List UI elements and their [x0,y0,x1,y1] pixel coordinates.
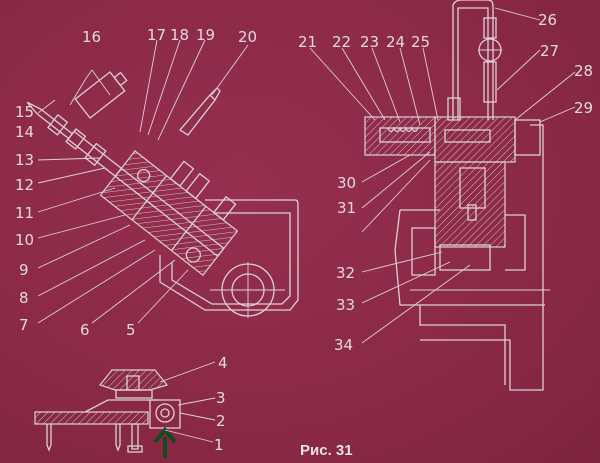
left-rotated-assembly [26,101,239,277]
label-22: 22 [332,33,351,51]
label-29: 29 [574,99,593,117]
label-21: 21 [298,33,317,51]
label-10: 10 [15,231,34,249]
rod-part-20 [179,87,221,136]
solenoid-part-16 [74,71,128,119]
label-9: 9 [19,261,29,279]
label-25: 25 [411,33,430,51]
label-8: 8 [19,289,29,307]
label-18: 18 [170,26,189,44]
label-2: 2 [216,412,226,430]
label-3: 3 [216,389,226,407]
right-section-view [364,0,550,391]
label-33: 33 [336,296,355,314]
label-20: 20 [238,28,257,46]
label-5: 5 [126,321,136,339]
part-labels: 1 2 3 4 5 6 7 8 9 10 11 12 13 14 15 16 1… [15,11,593,459]
label-12: 12 [15,176,34,194]
label-24: 24 [386,33,405,51]
label-15: 15 [15,103,34,121]
leader-lines [37,7,576,443]
label-30: 30 [337,174,356,192]
label-14: 14 [15,123,34,141]
up-arrow-icon [153,426,177,458]
label-28: 28 [574,62,593,80]
label-19: 19 [196,26,215,44]
label-7: 7 [19,316,29,334]
label-31: 31 [337,199,356,217]
bottom-detail [34,369,181,453]
label-23: 23 [360,33,379,51]
figure-caption: Рис. 31 [300,442,353,459]
label-26: 26 [538,11,557,29]
label-4: 4 [218,354,228,372]
left-base-frame [159,199,299,318]
label-13: 13 [15,151,34,169]
label-27: 27 [540,42,559,60]
label-16: 16 [82,28,101,46]
label-34: 34 [334,336,353,354]
label-17: 17 [147,26,166,44]
label-1: 1 [214,436,224,454]
label-6: 6 [80,321,90,339]
label-11: 11 [15,204,34,222]
label-32: 32 [336,264,355,282]
